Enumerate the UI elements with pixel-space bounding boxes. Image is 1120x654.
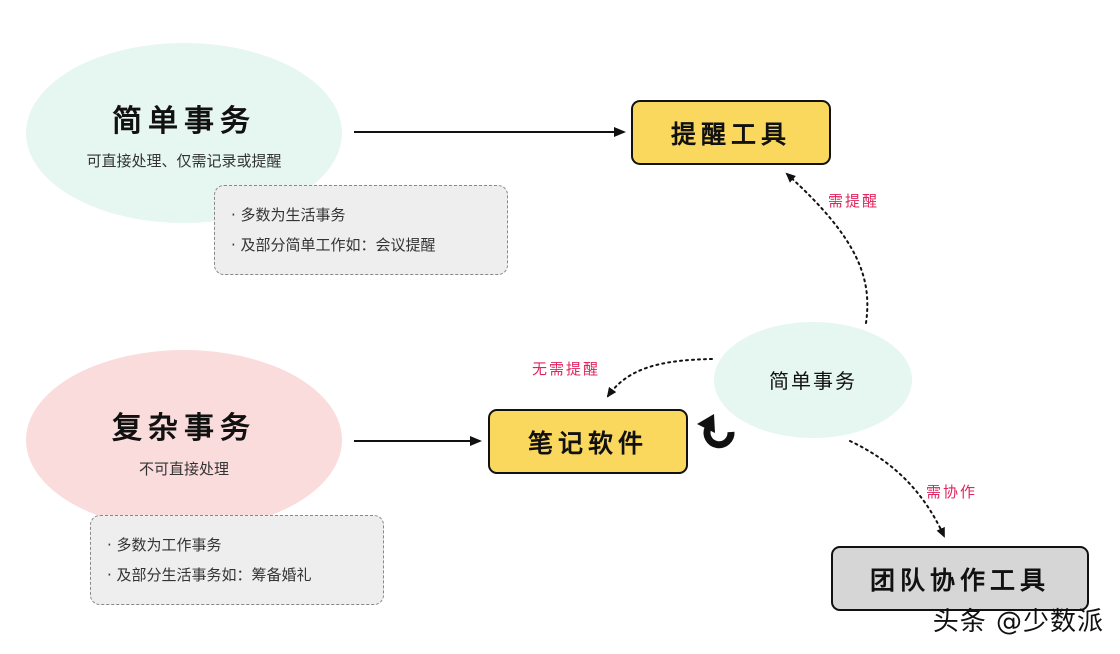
refresh-arrow-icon	[697, 414, 735, 449]
no-reminder-label: 无需提醒	[532, 360, 601, 378]
simple-task-subtitle: 可直接处理、仅需记录或提醒	[86, 152, 282, 170]
no-reminder-arrow	[606, 358, 713, 398]
need-reminder-arrow	[785, 172, 869, 324]
team-collab-tool-box: 团队协作工具	[831, 546, 1089, 611]
simple-task-note-line: · 多数为生活事务	[231, 206, 346, 224]
need-reminder-label: 需提醒	[828, 192, 880, 210]
watermark: 头条 @少数派	[932, 607, 1104, 637]
complex-task-note-line: · 及部分生活事务如：筹备婚礼	[107, 566, 312, 584]
need-collab-label: 需协作	[926, 483, 978, 501]
small-simple-task-ellipse	[714, 322, 912, 438]
need-collab-arrow	[849, 440, 945, 538]
complex-task-note-line: · 多数为工作事务	[107, 536, 222, 554]
simple-task-title: 简单事务	[112, 104, 256, 139]
reminder-tool-box: 提醒工具	[631, 100, 831, 165]
simple-task-note-line: · 及部分简单工作如：会议提醒	[231, 236, 436, 254]
small-simple-task-label: 简单事务	[769, 369, 857, 393]
complex-task-title: 复杂事务	[112, 411, 256, 446]
complex-task-note: · 多数为工作事务 · 及部分生活事务如：筹备婚礼	[90, 515, 384, 605]
notes-app-box: 笔记软件	[488, 409, 688, 474]
complex-task-subtitle: 不可直接处理	[138, 460, 229, 478]
complex-task-ellipse	[26, 350, 342, 530]
simple-task-note: · 多数为生活事务 · 及部分简单工作如：会议提醒	[214, 185, 508, 275]
